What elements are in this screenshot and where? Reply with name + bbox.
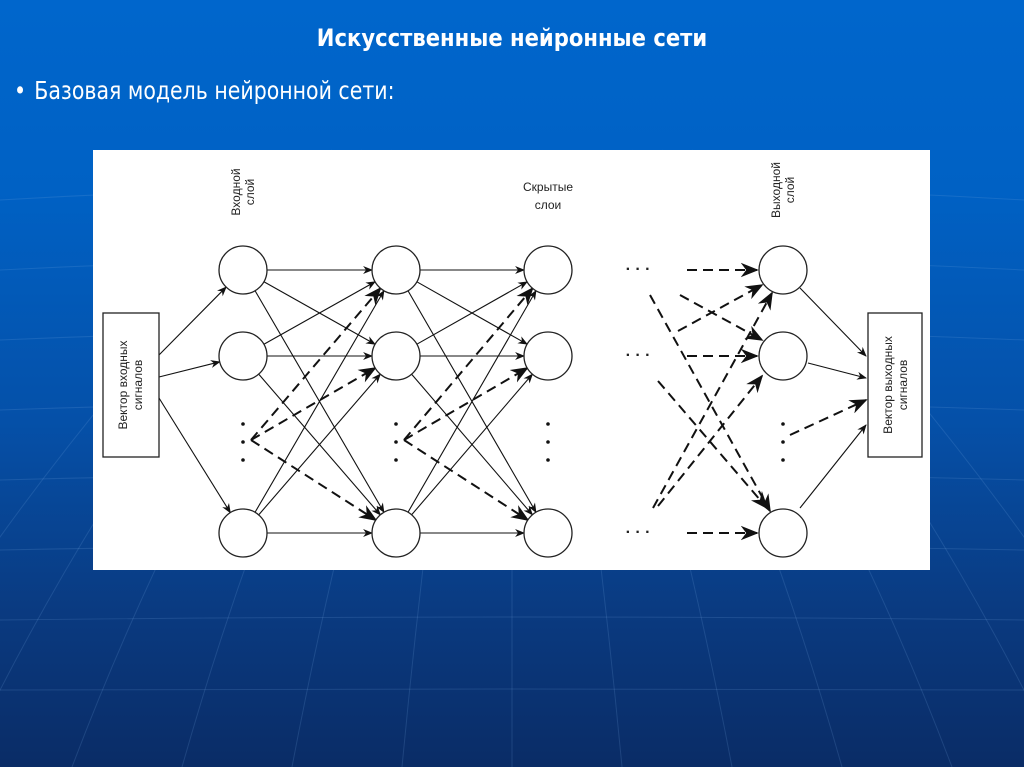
dashed-connection-arrow — [789, 399, 868, 436]
dashed-connection-arrow — [403, 367, 529, 441]
output-connection-arrow — [807, 362, 867, 380]
dashed-connection-arrow — [652, 291, 773, 509]
vertical-ellipsis-dot — [241, 422, 245, 426]
vertical-ellipsis-dot — [394, 458, 398, 462]
weight-connection-arrow — [263, 281, 376, 345]
output-connection-arrow — [799, 424, 867, 509]
output-layer-neuron — [758, 508, 808, 558]
weight-connection-arrow — [416, 281, 528, 345]
hidden-layers-label-line1: Скрытые — [523, 180, 573, 194]
output-connection-arrow — [799, 287, 867, 357]
weight-connection-arrow — [411, 373, 534, 516]
input-connection-arrow — [158, 286, 227, 356]
dashed-connection-arrow — [250, 367, 377, 441]
vertical-ellipsis-dot — [394, 440, 398, 444]
vertical-ellipsis-dot — [241, 440, 245, 444]
hidden-layers-label-line2: слои — [535, 198, 562, 212]
output-layer-label-line1: Выходной — [769, 162, 783, 218]
hidden-layer-1-neuron — [371, 508, 421, 558]
input-connection-arrow — [158, 360, 221, 378]
output-vector-box — [867, 312, 923, 458]
ellipsis-top: · · · — [626, 261, 651, 278]
dashed-connection-arrow — [657, 374, 764, 507]
input-layer-neuron — [218, 331, 268, 381]
slide-title: Искусственные нейронные сети — [316, 24, 708, 52]
bullet-icon: • — [14, 76, 27, 105]
output-layer-neuron — [758, 331, 808, 381]
grid-line — [0, 688, 1024, 691]
hidden-layer-1-neuron — [371, 245, 421, 295]
input-vector-box — [102, 312, 160, 458]
hidden-layer-2-neuron — [523, 331, 573, 381]
input-connection-arrow — [158, 397, 231, 514]
weight-connection-arrow — [254, 289, 385, 513]
input-layer-label-line2: слой — [243, 179, 257, 206]
hidden-layer-1-neuron — [371, 331, 421, 381]
dashed-connection-arrow — [649, 294, 771, 513]
dashed-connection-arrow — [677, 284, 764, 332]
weight-connection-arrow — [407, 289, 537, 513]
input-layer-label-line1: Входной — [229, 168, 243, 215]
ellipsis-middle: · · · — [626, 347, 651, 364]
vertical-ellipsis-dot — [781, 458, 785, 462]
bullet-text: Базовая модель нейронной сети: — [34, 76, 395, 105]
vertical-ellipsis-dot — [394, 422, 398, 426]
dashed-connection-arrow — [250, 286, 382, 441]
vertical-ellipsis-dot — [546, 422, 550, 426]
dashed-connection-arrow — [657, 380, 769, 510]
output-vector-label-line2: сигналов — [896, 360, 910, 411]
vertical-ellipsis-dot — [546, 458, 550, 462]
hidden-layer-2-neuron — [523, 245, 573, 295]
input-vector-label-line1: Вектор входных — [116, 340, 130, 429]
bullet-item: •Базовая модель нейронной сети: — [14, 76, 394, 105]
grid-line — [0, 616, 1024, 621]
output-layer-label-line2: слой — [783, 177, 797, 204]
ellipsis-bottom: · · · — [626, 524, 651, 541]
vertical-ellipsis-dot — [546, 440, 550, 444]
input-vector-label-line2: сигналов — [131, 360, 145, 411]
vertical-ellipsis-dot — [781, 440, 785, 444]
vertical-ellipsis-dot — [781, 422, 785, 426]
hidden-layer-2-neuron — [523, 508, 573, 558]
input-layer-neuron — [218, 245, 268, 295]
output-layer-neuron — [758, 245, 808, 295]
input-layer-neuron — [218, 508, 268, 558]
dashed-connection-arrow — [403, 286, 534, 441]
weight-connection-arrow — [258, 373, 381, 516]
dashed-connection-arrow — [403, 439, 530, 521]
output-vector-label-line1: Вектор выходных — [881, 336, 895, 434]
vertical-ellipsis-dot — [241, 458, 245, 462]
dashed-connection-arrow — [250, 439, 378, 522]
